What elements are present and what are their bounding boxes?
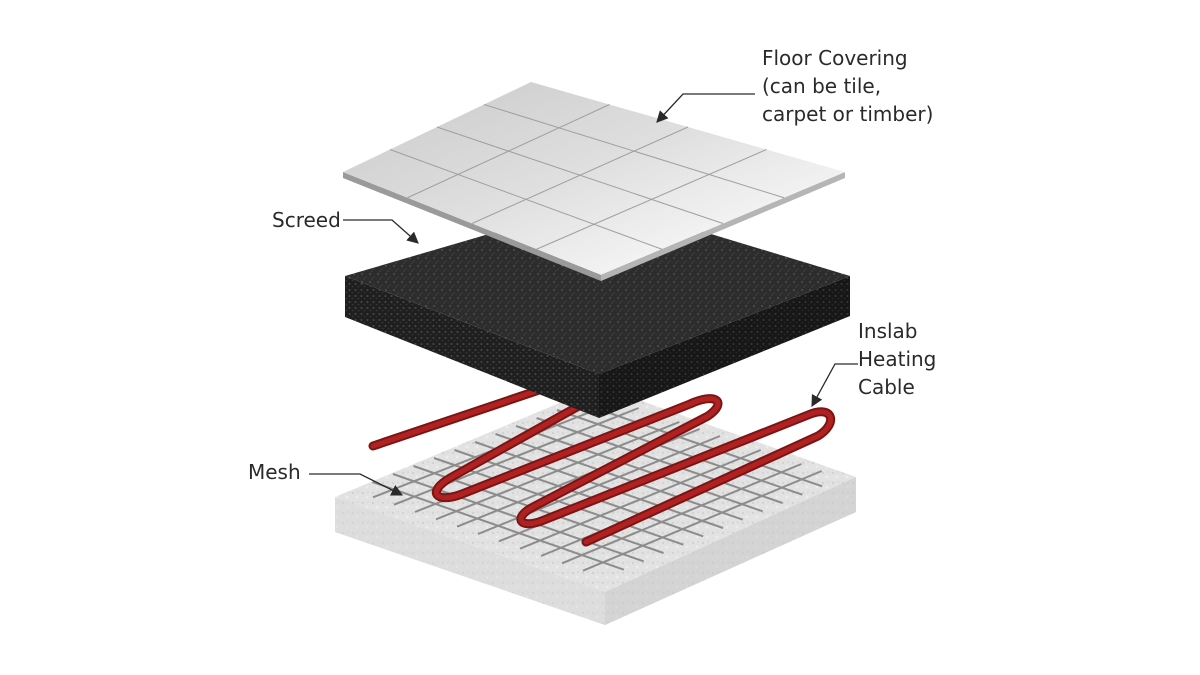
mesh-wire-14: [435, 421, 680, 521]
screed-label: Screed: [272, 208, 341, 232]
screed-leader: [343, 219, 419, 244]
tile-grout-lines: [389, 104, 785, 250]
screed-top: [345, 201, 850, 374]
heating-cable-label-line-3: Cable: [858, 375, 915, 399]
heating-cable-label-line-1: Inslab: [858, 319, 918, 343]
mesh-wire-18: [519, 449, 762, 550]
heating-cable-label: Inslab Heating Cable: [858, 319, 943, 399]
mesh-leader: [309, 473, 404, 496]
floor-covering-thickness: [343, 172, 601, 281]
floor-covering-label-line-2: (can be tile,: [762, 74, 881, 98]
base-slab: [335, 386, 856, 625]
grout-line-5: [536, 149, 767, 250]
floor-covering-label-line-3: carpet or timber): [762, 102, 933, 126]
floor-covering-label-line-1: Floor Covering: [762, 46, 908, 70]
screed-right-side: [599, 276, 850, 418]
floor-covering-leader: [656, 93, 755, 123]
mesh-wire-20: [561, 463, 802, 565]
screed-layer: [345, 201, 850, 418]
floor-covering-top: [343, 82, 845, 275]
grout-line-4: [471, 126, 689, 224]
mesh-wire-21: [582, 470, 823, 572]
grout-line-3: [407, 104, 610, 199]
mesh-label: Mesh: [248, 460, 301, 484]
floor-covering-layer: [343, 82, 845, 281]
floor-covering-label: Floor Covering (can be tile, carpet or t…: [762, 46, 933, 126]
heating-cable-label-line-2: Heating: [858, 347, 936, 371]
base-slab-top: [335, 386, 856, 592]
screed-left-side: [345, 276, 599, 418]
cable-leader: [811, 363, 858, 408]
